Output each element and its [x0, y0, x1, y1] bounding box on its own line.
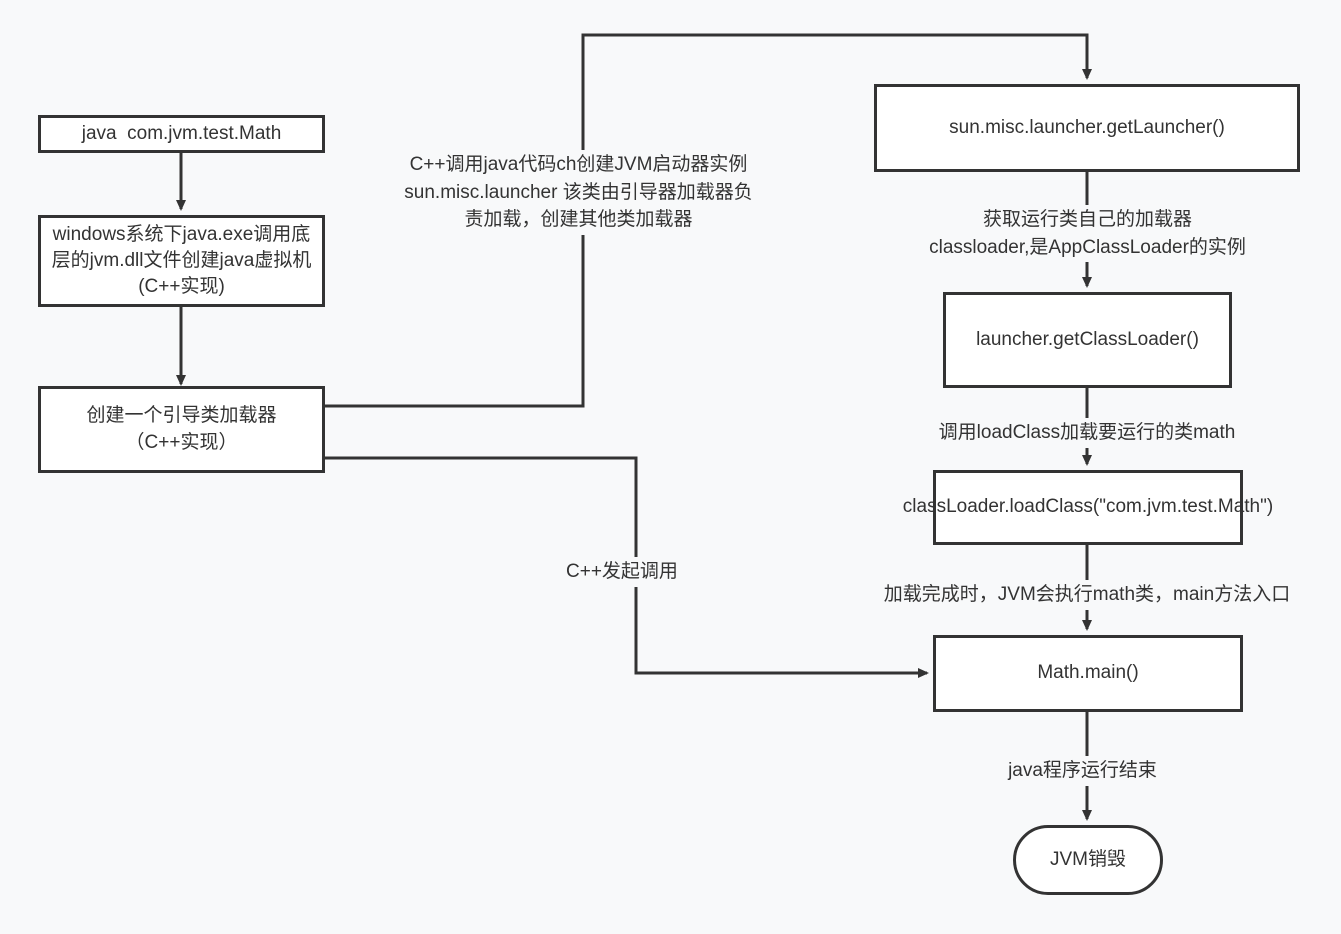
edge-label-cpp-invoke: C++发起调用	[563, 557, 703, 587]
node-java-command[interactable]: java com.jvm.test.Math	[38, 115, 325, 153]
node-jvm-create[interactable]: windows系统下java.exe调用底层的jvm.dll文件创建java虚拟…	[38, 215, 325, 307]
edge-label-program-end: java程序运行结束	[985, 756, 1180, 786]
node-bootstrap-classloader-label: 创建一个引导类加载器 （C++实现）	[86, 405, 277, 453]
node-java-command-label: java com.jvm.test.Math	[81, 122, 282, 144]
node-math-main[interactable]: Math.main()	[933, 635, 1243, 712]
node-get-launcher-label: sun.misc.launcher.getLauncher()	[949, 116, 1225, 138]
node-math-main-label: Math.main()	[1037, 662, 1139, 684]
node-jvm-destroy-label: JVM销毁	[1049, 848, 1126, 870]
node-get-launcher[interactable]: sun.misc.launcher.getLauncher()	[874, 84, 1300, 172]
node-jvm-create-label: windows系统下java.exe调用底层的jvm.dll文件创建java虚拟…	[51, 223, 312, 298]
node-bootstrap-classloader[interactable]: 创建一个引导类加载器 （C++实现）	[38, 386, 325, 473]
edge-label-exec-main: 加载完成时，JVM会执行math类，main方法入口	[862, 580, 1312, 610]
node-load-class[interactable]: classLoader.loadClass("com.jvm.test.Math…	[903, 470, 1273, 545]
edge-label-create-launcher: C++调用java代码ch创建JVM启动器实例sun.misc.launcher…	[399, 150, 758, 235]
node-get-classloader[interactable]: launcher.getClassLoader()	[943, 292, 1232, 388]
node-load-class-label: classLoader.loadClass("com.jvm.test.Math…	[902, 496, 1274, 518]
edge-label-get-loader: 获取运行类自己的加载器 classloader,是AppClassLoader的…	[910, 205, 1265, 263]
edge-label-load-class: 调用loadClass加载要运行的类math	[913, 418, 1261, 448]
node-get-classloader-label: launcher.getClassLoader()	[976, 328, 1199, 350]
node-jvm-destroy[interactable]: JVM销毁	[1013, 825, 1163, 895]
